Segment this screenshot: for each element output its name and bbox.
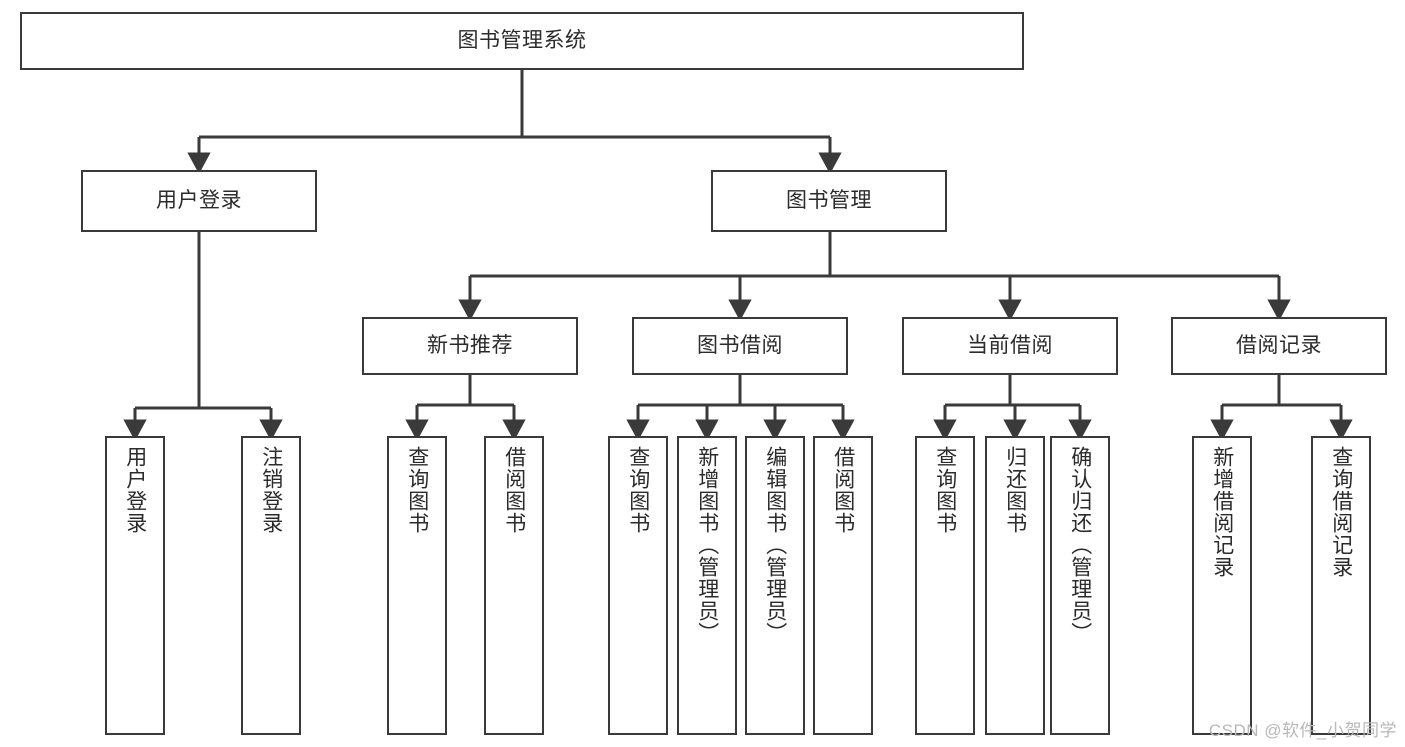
node-label: 用户登录: [123, 446, 147, 534]
node-leaf-edit-book-admin[interactable]: 编辑图书（管理员）: [745, 436, 805, 735]
node-leaf-query-books-3[interactable]: 查询图书: [915, 436, 975, 735]
node-label: 编辑图书（管理员）: [763, 446, 787, 644]
node-leaf-add-book-admin[interactable]: 新增图书（管理员）: [677, 436, 737, 735]
node-leaf-confirm-return-admin[interactable]: 确认归还（管理员）: [1050, 436, 1110, 735]
node-leaf-query-borrow-record[interactable]: 查询借阅记录: [1311, 436, 1371, 735]
node-label: 新增借阅记录: [1210, 446, 1234, 578]
node-leaf-borrow-books-2[interactable]: 借阅图书: [813, 436, 873, 735]
node-label: 确认归还（管理员）: [1068, 446, 1092, 644]
node-book-borrow[interactable]: 图书借阅: [632, 317, 848, 375]
node-label: 图书借阅: [697, 333, 783, 357]
node-label: 图书管理系统: [457, 28, 587, 52]
node-book-management[interactable]: 图书管理: [711, 170, 947, 232]
node-user-login[interactable]: 用户登录: [81, 170, 317, 232]
node-label: 查询借阅记录: [1329, 446, 1353, 578]
node-borrow-record[interactable]: 借阅记录: [1171, 317, 1387, 375]
node-leaf-borrow-books-1[interactable]: 借阅图书: [484, 436, 544, 735]
node-label: 新增图书（管理员）: [695, 446, 719, 644]
node-label: 查询图书: [626, 446, 650, 534]
node-leaf-user-login[interactable]: 用户登录: [105, 436, 165, 735]
node-leaf-query-books-2[interactable]: 查询图书: [608, 436, 668, 735]
node-label: 当前借阅: [967, 333, 1053, 357]
node-label: 用户登录: [156, 188, 242, 212]
node-label: 查询图书: [405, 446, 429, 534]
node-label: 注销登录: [259, 446, 283, 534]
node-label: 借阅图书: [502, 446, 526, 534]
node-label: 图书管理: [786, 188, 872, 212]
node-label: 新书推荐: [427, 333, 513, 357]
node-leaf-add-borrow-record[interactable]: 新增借阅记录: [1192, 436, 1252, 735]
node-system-title[interactable]: 图书管理系统: [20, 12, 1024, 70]
node-label: 借阅记录: [1236, 333, 1322, 357]
node-label: 归还图书: [1003, 446, 1027, 534]
node-leaf-user-logout[interactable]: 注销登录: [241, 436, 301, 735]
node-label: 借阅图书: [831, 446, 855, 534]
node-leaf-query-books-1[interactable]: 查询图书: [387, 436, 447, 735]
node-current-borrow[interactable]: 当前借阅: [902, 317, 1118, 375]
node-label: 查询图书: [933, 446, 957, 534]
node-leaf-return-books[interactable]: 归还图书: [985, 436, 1045, 735]
node-new-book-recommend[interactable]: 新书推荐: [362, 317, 578, 375]
